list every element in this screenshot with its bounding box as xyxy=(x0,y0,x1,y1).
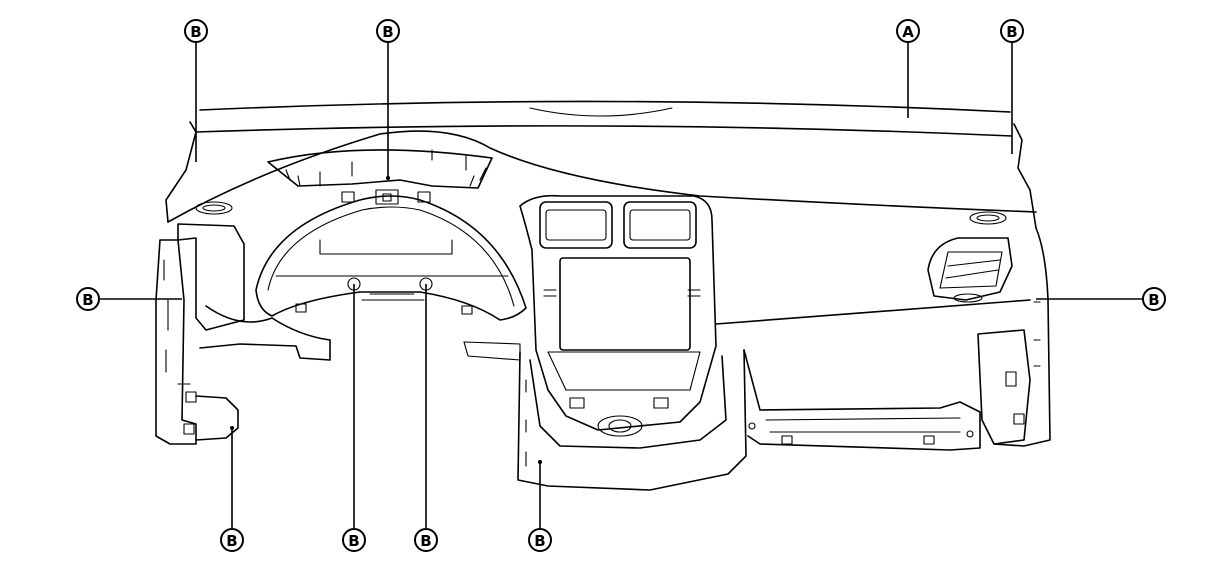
callout-letter: B xyxy=(1148,291,1159,309)
callout-b-top-left: B xyxy=(184,19,208,43)
instrument-panel-drawing xyxy=(155,100,1051,491)
callout-a-top: A xyxy=(896,19,920,43)
callout-letter: B xyxy=(348,532,359,550)
callout-b-top-center: B xyxy=(376,19,400,43)
callout-b-top-right: B xyxy=(1000,19,1024,43)
leader-lines xyxy=(100,42,1142,528)
callout-letter: B xyxy=(382,23,393,41)
callout-letter: B xyxy=(420,532,431,550)
callout-letter: B xyxy=(1006,23,1017,41)
callout-b-left: B xyxy=(76,287,100,311)
callout-b-bottom-4: B xyxy=(528,528,552,552)
callout-letter: B xyxy=(534,532,545,550)
callout-letter: A xyxy=(902,23,914,41)
callout-letter: B xyxy=(190,23,201,41)
callout-b-right: B xyxy=(1142,287,1166,311)
callout-b-bottom-3: B xyxy=(414,528,438,552)
callout-b-bottom-1: B xyxy=(220,528,244,552)
callout-letter: B xyxy=(226,532,237,550)
callout-letter: B xyxy=(82,291,93,309)
callout-b-bottom-2: B xyxy=(342,528,366,552)
